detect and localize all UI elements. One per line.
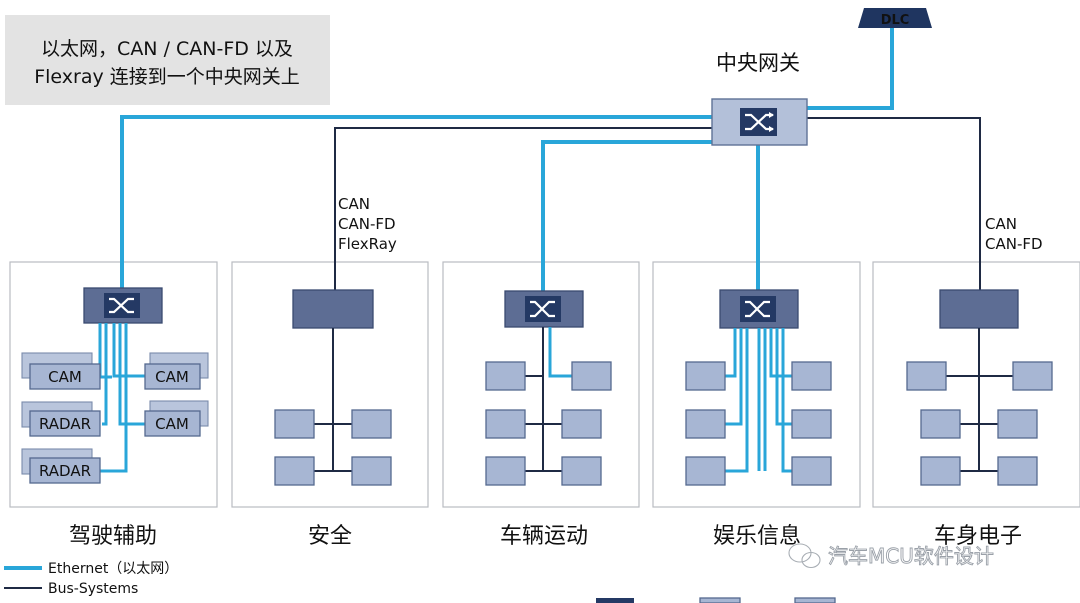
switch-icon: [109, 297, 134, 314]
adas-ethernet-links: [98, 323, 148, 473]
legend-ethernet-label: Ethernet（以太网）: [48, 561, 178, 577]
zone-body: 车身电子: [906, 289, 1053, 549]
bus-label-safety-2: CAN-FD: [338, 215, 396, 233]
zone-chassis: 车辆运动: [485, 290, 612, 549]
zone-title-adas: 驾驶辅助: [69, 524, 157, 549]
central-gateway: 中央网关: [711, 51, 808, 146]
gateway-title: 中央网关: [716, 51, 800, 75]
sensor-radar-2: RADAR: [39, 462, 91, 480]
dlc-label: DLC: [881, 13, 910, 28]
bus-label-body: CAN CAN-FD: [985, 215, 1043, 253]
bus-label-safety-1: CAN: [338, 195, 370, 213]
zone-title-chassis: 车辆运动: [500, 524, 588, 549]
note-line-2: Flexray 连接到一个中央网关上: [34, 66, 300, 88]
watermark-text: 汽车MCU软件设计: [828, 544, 994, 568]
bus-label-body-1: CAN: [985, 215, 1017, 233]
dlc-connector: DLC: [858, 8, 932, 28]
cropped-bottom-boxes: [596, 597, 836, 603]
bus-backbone: [334, 117, 981, 290]
safety-bus: [314, 328, 352, 472]
body-bus: [946, 328, 1013, 472]
watermark: 汽车MCU软件设计: [787, 542, 994, 569]
ethernet-backbone: [120, 22, 894, 292]
switch-icon: [745, 300, 770, 318]
zone-infotainment: 娱乐信息: [685, 289, 832, 549]
note-box: 以太网，CAN / CAN-FD 以及 Flexray 连接到一个中央网关上: [5, 15, 330, 105]
zone-safety: 安全: [274, 289, 392, 549]
sensor-radar-1: RADAR: [39, 415, 91, 433]
sensor-cam-right-1: CAM: [155, 368, 189, 386]
bus-label-safety-3: FlexRay: [338, 235, 397, 253]
zone-title-infotainment: 娱乐信息: [713, 524, 801, 549]
bus-label-safety: CAN CAN-FD FlexRay: [338, 195, 397, 253]
zone-title-safety: 安全: [308, 524, 352, 549]
wechat-icon: [787, 542, 822, 569]
note-line-1: 以太网，CAN / CAN-FD 以及: [41, 38, 293, 60]
sensor-cam-right-2: CAM: [155, 415, 189, 433]
sensor-cam-left: CAM: [48, 368, 82, 386]
bus-label-body-2: CAN-FD: [985, 235, 1043, 253]
legend-bus-label: Bus-Systems: [48, 581, 138, 597]
zone-title-body: 车身电子: [934, 524, 1022, 549]
switch-icon: [530, 300, 555, 318]
chassis-bus: [525, 327, 562, 472]
zone-adas: CAM RADAR RADAR CAM CAM 驾驶辅助: [21, 287, 209, 549]
switch-icon: [745, 112, 774, 132]
infotainment-ethernet-links: [725, 328, 792, 473]
legend: Ethernet（以太网） Bus-Systems: [4, 561, 178, 597]
